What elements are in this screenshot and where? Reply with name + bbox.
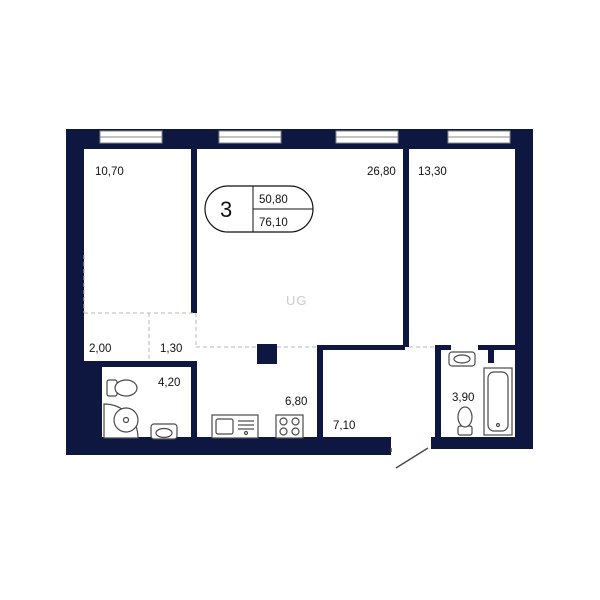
toilet-icon <box>457 406 473 436</box>
interior-walls <box>84 147 518 439</box>
wall-living-bedroom-right <box>403 147 409 347</box>
room-area-label: 4,20 <box>158 377 180 389</box>
bathroom-left-fixtures <box>103 379 178 440</box>
window <box>218 130 282 144</box>
wall-bedroom-living <box>191 147 197 313</box>
window <box>99 130 163 144</box>
room-count: 3 <box>220 197 232 222</box>
kitchen-fixtures <box>211 414 304 439</box>
wall-bath-kitchen <box>191 361 197 439</box>
column <box>257 344 277 364</box>
wall-bath-right-pier <box>488 345 494 363</box>
wall-bottom-left <box>66 437 391 455</box>
wall-bath-right-top-left <box>435 345 451 350</box>
windows <box>99 130 511 144</box>
room-area-label: 1,30 <box>160 343 182 355</box>
sink-icon <box>150 423 178 440</box>
room-area-label: 6,80 <box>285 396 307 408</box>
toilet-icon <box>106 379 138 397</box>
zone-lines <box>83 255 435 361</box>
wall-hall-top <box>317 345 405 350</box>
watermark-logo: UG <box>286 293 308 308</box>
wall-bath-right-vertical <box>435 345 441 439</box>
room-area-label: 13,30 <box>418 166 447 178</box>
room-area-label: 2,00 <box>89 343 111 355</box>
stove-icon <box>275 414 304 439</box>
shower-icon <box>103 403 139 439</box>
exterior-walls <box>66 129 533 455</box>
sink-icon <box>448 351 476 367</box>
room-summary-badge: 3 50,80 76,10 <box>204 185 314 233</box>
room-area-label: 10,70 <box>95 166 124 178</box>
wall-closet-bath-horizontal <box>84 361 196 367</box>
wall-top <box>66 129 533 149</box>
wall-right <box>515 129 533 449</box>
bathtub-icon <box>483 367 513 436</box>
wall-bottom-right <box>431 437 533 449</box>
wall-bath-right-top-right <box>478 345 518 350</box>
room-area-label: 7,10 <box>333 420 355 432</box>
room-area-label: 3,90 <box>452 392 474 404</box>
window <box>335 130 399 144</box>
living-area-value: 50,80 <box>259 194 288 206</box>
window <box>447 130 511 144</box>
total-area-value: 76,10 <box>259 217 288 229</box>
wall-left-lower-step <box>66 362 102 455</box>
entrance-door <box>390 447 429 469</box>
room-labels: 10,70 26,80 13,30 2,00 1,30 4,20 6,80 7,… <box>89 166 474 432</box>
kitchen-sink-icon <box>211 414 259 439</box>
bathroom-right-fixtures <box>448 351 513 436</box>
wall-hall-left <box>317 345 323 439</box>
room-area-label: 26,80 <box>367 166 396 178</box>
